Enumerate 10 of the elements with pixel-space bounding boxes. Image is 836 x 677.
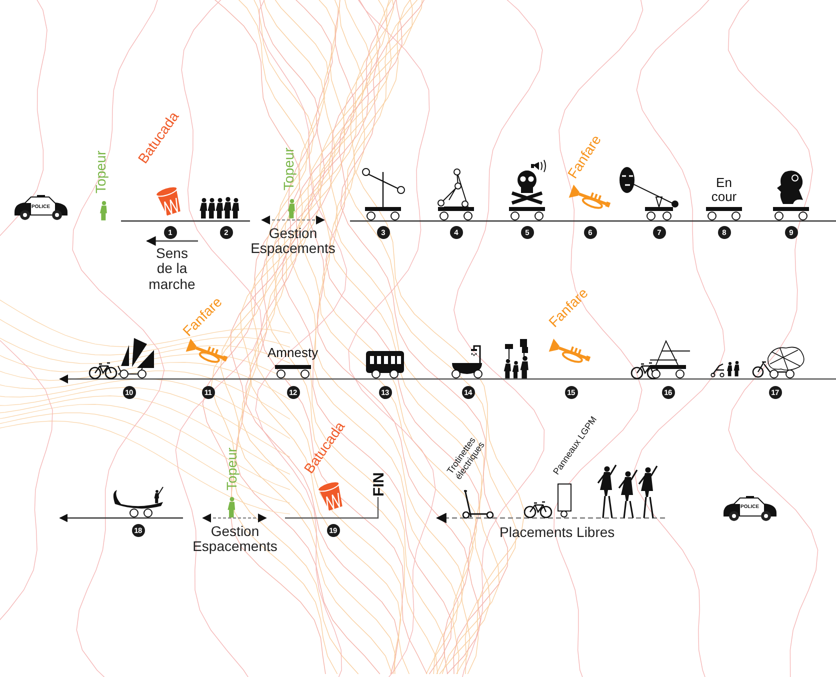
float-label: En cour [710, 176, 738, 205]
group-label: Topeur [282, 148, 297, 190]
end-label: FIN [372, 472, 388, 496]
caption-text: Placements Libres [500, 525, 615, 540]
float-label: Amnesty [268, 346, 318, 360]
caption-text: Gestion Espacements [250, 226, 336, 257]
caption-text: Gestion Espacements [192, 524, 278, 555]
group-label: Topeur [94, 150, 109, 194]
caption-text: Sens de la marche [148, 246, 196, 292]
group-label: Topeur [224, 448, 240, 490]
